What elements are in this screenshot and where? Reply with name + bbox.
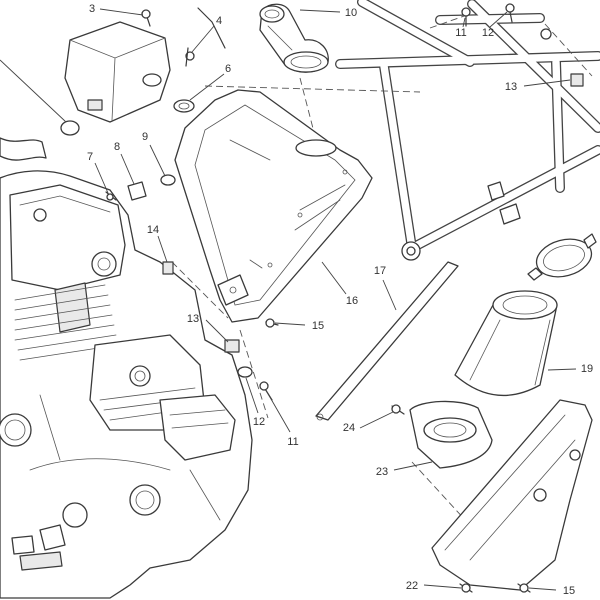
- callout-labels: 3 4 10 11 12 6 13 9 8 7 14 17 16 15 13 1…: [87, 3, 593, 597]
- callout-11-top: 11: [455, 27, 466, 39]
- callout-6: 6: [225, 63, 231, 75]
- callout-12-top: 12: [482, 27, 494, 39]
- callout-23: 23: [376, 466, 388, 478]
- airbox-lid-part-3: [64, 21, 171, 123]
- callout-13-airbox: 13: [187, 313, 199, 325]
- filter-ring: [527, 233, 597, 281]
- intake-elbow-part-10: [259, 3, 329, 73]
- callout-16: 16: [346, 295, 358, 307]
- callout-8: 8: [114, 141, 120, 153]
- top-hardware: [141, 7, 226, 113]
- callout-leaders: [94, 8, 577, 591]
- callout-3: 3: [89, 3, 95, 15]
- intake-funnel-part-23: [391, 400, 493, 469]
- callout-9: 9: [142, 131, 148, 143]
- airbox-housing-part-16: [174, 89, 373, 323]
- frame-hardware: [461, 3, 584, 87]
- callout-17: 17: [374, 265, 386, 277]
- callout-22: 22: [406, 580, 418, 592]
- frame-trellis: [335, 0, 600, 261]
- callout-4: 4: [216, 15, 222, 27]
- air-filter-part-19: [454, 290, 558, 397]
- callout-7: 7: [87, 151, 93, 163]
- callout-15-airbox: 15: [312, 320, 324, 332]
- callout-12-lower: 12: [253, 416, 265, 428]
- callout-19: 19: [581, 363, 593, 375]
- breather-hose: [0, 59, 80, 161]
- callout-15-cover: 15: [563, 585, 575, 597]
- callout-13-frame: 13: [505, 81, 517, 93]
- mounting-hardware: [105, 174, 279, 401]
- callout-10: 10: [345, 7, 357, 19]
- airbox-bottom-cover: [431, 399, 593, 593]
- engine: [0, 170, 253, 599]
- callout-14: 14: [147, 224, 159, 236]
- callout-11-lower: 11: [287, 436, 298, 448]
- callout-24: 24: [343, 422, 355, 434]
- gasket-part-17: [315, 261, 459, 421]
